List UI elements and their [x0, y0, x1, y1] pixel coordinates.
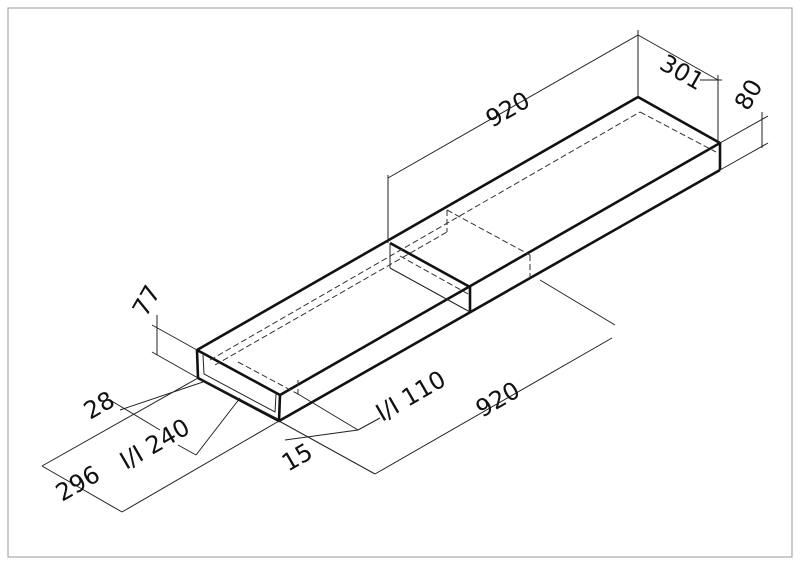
duct-body: [195, 95, 722, 423]
dim-length-top: 920: [481, 86, 535, 133]
dimension-labels: 920 301 80 77 28 I/I 240 296 15 I/I 110 …: [51, 49, 768, 507]
dim-depth-back: 301: [655, 49, 709, 96]
dim-length-bottom: 920: [471, 376, 525, 423]
dim-height-back: 80: [729, 75, 769, 115]
dim-height-front: 77: [127, 281, 167, 321]
dim-outer-width: 296: [51, 460, 105, 507]
dim-inner-width: I/I 240: [115, 413, 195, 475]
dim-inner-height: I/I 110: [371, 365, 451, 427]
dim-offset: 15: [277, 438, 317, 478]
drawing-border: [7, 7, 793, 558]
dim-lip: 28: [79, 386, 119, 426]
dimension-lines: [41, 30, 769, 513]
